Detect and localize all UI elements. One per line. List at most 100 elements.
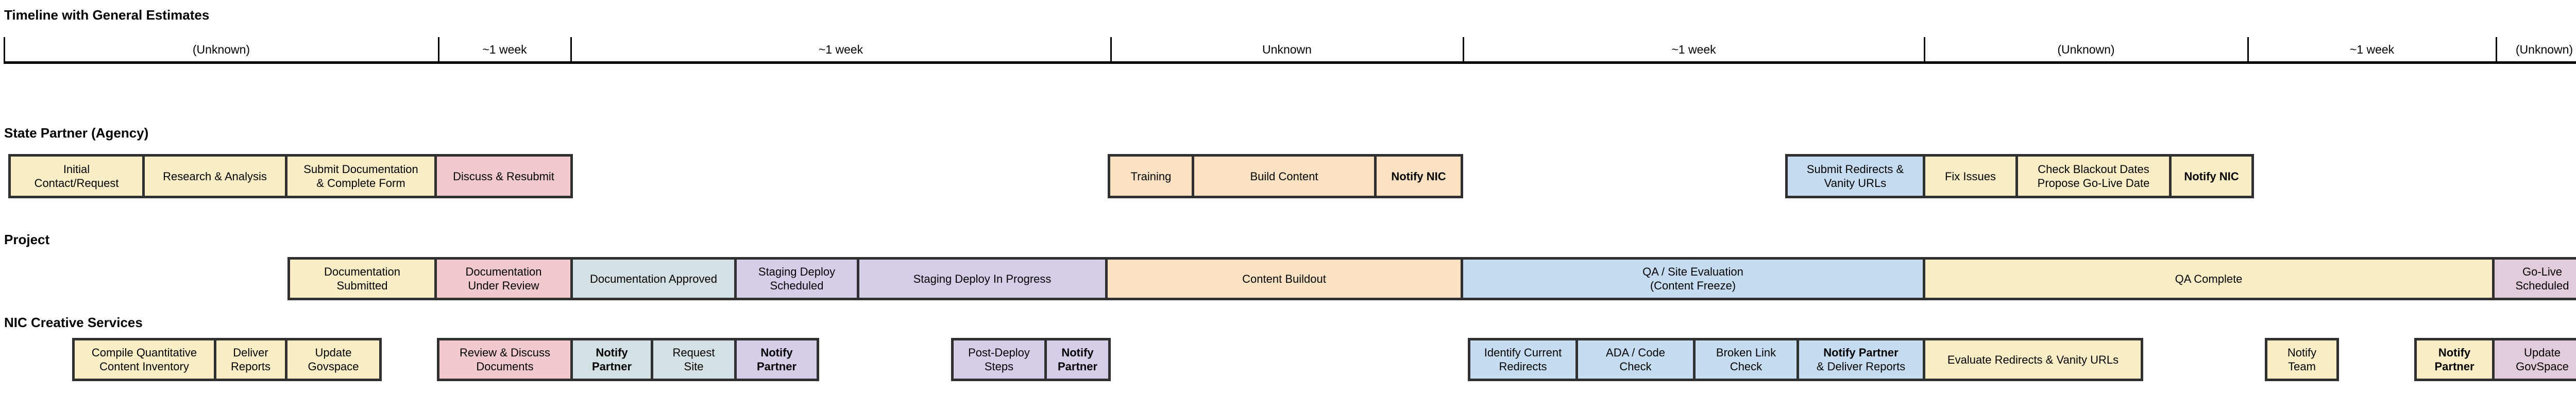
box-label-line: Discuss & Resubmit	[453, 169, 554, 183]
timeline-segment-label: ~1 week	[2349, 43, 2395, 56]
timeline-tick	[1110, 37, 1112, 64]
box-label-line: Site	[684, 360, 704, 373]
box-label-line: Team	[2288, 360, 2316, 373]
box-label-line: Content Inventory	[99, 360, 189, 373]
box-label-line: Documentation	[465, 265, 542, 278]
state-box: Fix Issues	[1923, 154, 2018, 198]
box-label-line: Research & Analysis	[163, 169, 267, 183]
box-label-line: Partner	[591, 360, 632, 373]
state-box: Submit Documentation& Complete Form	[285, 154, 437, 198]
box-label-line: Build Content	[1250, 169, 1318, 183]
box-label-line: Staging Deploy	[758, 265, 836, 278]
project-box: Documentation Approved	[570, 257, 737, 300]
box-label-line: Partner	[2434, 360, 2475, 373]
timeline-segment-label: ~1 week	[1671, 43, 1716, 56]
box-label-line: Content Buildout	[1242, 272, 1326, 285]
box-label-line: QA Complete	[2175, 272, 2243, 285]
page-title: Timeline with General Estimates	[4, 7, 210, 23]
box-label-line: Notify NIC	[2184, 169, 2239, 183]
state-box: Training	[1108, 154, 1194, 198]
box-label-line: Notify Partner	[1823, 346, 1899, 359]
timeline-segment-label: Unknown	[1262, 43, 1312, 56]
box-label-line: Identify Current	[1484, 346, 1562, 359]
timeline-tick	[1463, 37, 1464, 64]
box-label-line: Staging Deploy In Progress	[913, 272, 1052, 285]
box-label-line: Submit Documentation	[303, 163, 418, 176]
timeline-tick	[1924, 37, 1925, 64]
row-label-nic: NIC Creative Services	[4, 315, 143, 330]
timeline-segment-label: (Unknown)	[192, 43, 250, 56]
timeline-tick	[4, 37, 5, 64]
box-label-line: Training	[1130, 169, 1172, 183]
project-box: Staging Deploy In Progress	[857, 257, 1108, 300]
box-label-line: Post-Deploy	[968, 346, 1030, 359]
box-label-line: ADA / Code	[1606, 346, 1665, 359]
box-label-line: Check Blackout Dates	[2038, 163, 2149, 176]
box-label-line: & Complete Form	[316, 177, 405, 190]
state-box: Research & Analysis	[142, 154, 287, 198]
box-label-line: Under Review	[468, 279, 539, 292]
state-box: Notify NIC	[1374, 154, 1463, 198]
box-label-line: Govspace	[308, 360, 359, 373]
box-label-line: Broken Link	[1716, 346, 1776, 359]
box-label-line: GovSpace	[2516, 360, 2569, 373]
project-box: Content Buildout	[1105, 257, 1463, 300]
box-label-line: Partner	[756, 360, 797, 373]
box-label-line: Contact/Request	[34, 177, 119, 190]
timeline-segment-label: ~1 week	[818, 43, 863, 56]
state-box: Notify NIC	[2169, 154, 2254, 198]
box-label-line: Documentation Approved	[589, 272, 718, 285]
box-label-line: Notify	[2438, 346, 2471, 359]
box-label-line: Submitted	[336, 279, 388, 292]
nic-box: Evaluate Redirects & Vanity URLs	[1923, 338, 2143, 381]
box-label-line: Steps	[984, 360, 1014, 373]
box-label-line: Submit Redirects &	[1806, 163, 1904, 176]
project-box: QA / Site Evaluation(Content Freeze)	[1461, 257, 1925, 300]
box-label-line: Review & Discuss	[459, 346, 551, 359]
box-label-line: Fix Issues	[1944, 169, 1996, 183]
box-label-line: Documents	[476, 360, 534, 373]
box-label-line: (Content Freeze)	[1650, 279, 1736, 292]
box-label-line: Reports	[230, 360, 271, 373]
row-label-state: State Partner (Agency)	[4, 125, 149, 141]
box-label-line: Redirects	[1499, 360, 1547, 373]
box-label-line: Partner	[1057, 360, 1098, 373]
box-label-line: Scheduled	[2515, 279, 2569, 292]
box-label-line: Update	[315, 346, 352, 359]
box-label-line: & Deliver Reports	[1816, 360, 1906, 373]
box-label-line: Compile Quantitative	[91, 346, 197, 359]
box-label-line: Notify	[2287, 346, 2317, 359]
timeline-segment-label: (Unknown)	[2057, 43, 2115, 56]
box-label-line: Initial	[63, 163, 90, 176]
box-label-line: Check	[1619, 360, 1652, 373]
project-box: QA Complete	[1923, 257, 2495, 300]
timeline-tick	[2496, 37, 2497, 64]
box-label-line: Update	[2524, 346, 2561, 359]
timeline-segment-label: ~1 week	[482, 43, 527, 56]
timeline-baseline	[4, 61, 2576, 64]
box-label-line: Go-Live	[2522, 265, 2563, 278]
box-label-line: Request	[672, 346, 715, 359]
timeline-segment-label: (Unknown)	[2515, 43, 2573, 56]
state-box: Submit Redirects &Vanity URLs	[1785, 154, 1925, 198]
